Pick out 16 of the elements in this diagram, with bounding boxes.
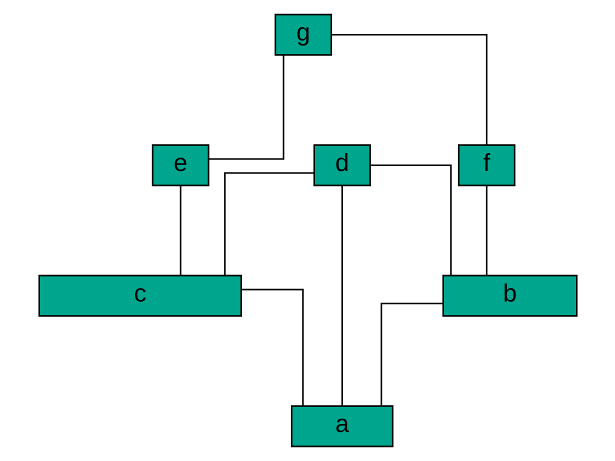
connector [485,186,487,276]
connector [208,55,284,160]
connector [370,164,452,276]
node-box: e [151,144,209,186]
connector [380,302,442,406]
node-box: a [290,405,393,448]
connector [179,186,181,276]
node-box: c [38,274,242,317]
connector [340,186,342,406]
connector [224,172,314,276]
connector [240,288,304,406]
connector [331,34,487,145]
node-box: d [312,144,370,186]
node-box: b [442,274,578,317]
node-box: f [457,144,515,186]
node-box: g [274,14,332,56]
